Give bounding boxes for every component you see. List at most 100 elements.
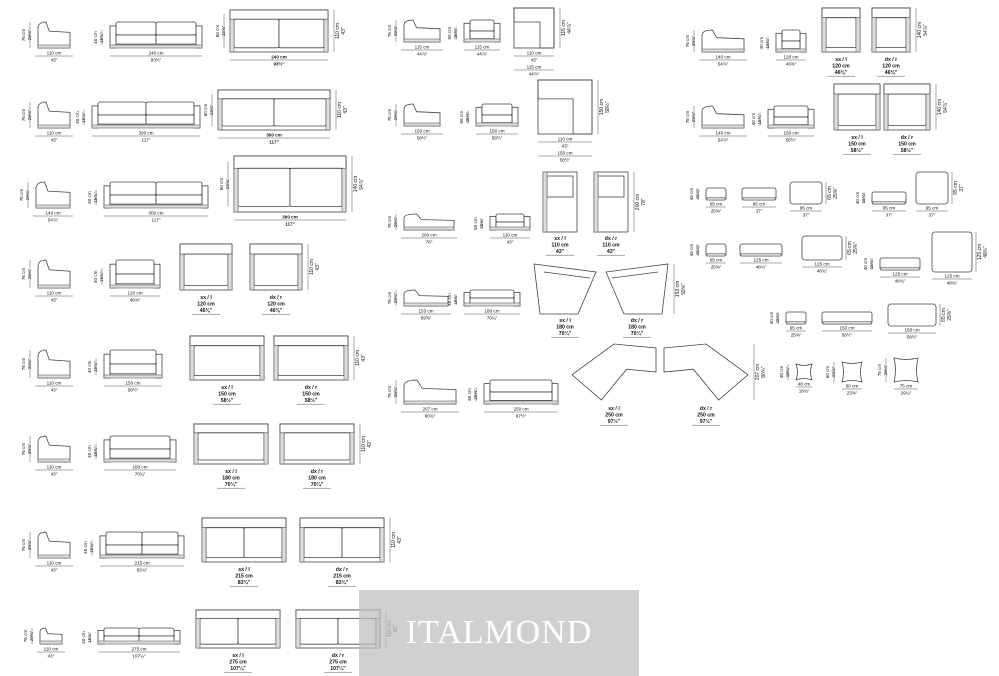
dimension-label: 40 cm [93, 270, 98, 283]
dimension-label: 250 cm [513, 407, 528, 412]
back-cushion [469, 289, 515, 299]
dimension-label: 76 cm [387, 292, 392, 305]
dimension-label: 117" [142, 138, 151, 143]
dimension-label: 150 cm [848, 141, 866, 147]
dimension-label: 43" [51, 472, 58, 477]
seat-cushion [145, 114, 195, 125]
backrest-line [611, 271, 659, 279]
dimension-label: 117" [285, 222, 295, 227]
dimension-label: 107¼" [230, 665, 246, 672]
dimension-label: 43" [51, 58, 58, 63]
dimension-label: 70¼" [135, 472, 146, 477]
dimension-label: 115 cm [561, 20, 567, 36]
dimension-label: 58½" [305, 397, 318, 404]
dimension-label: 48¾" [817, 269, 828, 274]
dimension-label: 117" [152, 218, 161, 223]
dimension-label: 29¼" [901, 391, 912, 396]
dimension-label: dx / r [336, 567, 348, 573]
sofa-base [463, 302, 521, 307]
backrest [201, 517, 287, 529]
sofa-base [109, 44, 203, 49]
armrest-left [273, 345, 279, 381]
armrest-right [169, 439, 177, 463]
backrest [193, 423, 269, 434]
dimension-label: 110 cm [47, 561, 62, 566]
dimension-label: 180 cm [556, 324, 574, 330]
corner-sofa-outline [571, 343, 657, 401]
dimension-label: dx / r [605, 236, 617, 242]
dimension-label: 43" [343, 106, 349, 114]
dimension-label: 207 cm [755, 364, 761, 380]
dimension-label: 44⅞" [567, 22, 573, 34]
armrest-right [343, 345, 349, 381]
back-cushion [155, 181, 203, 196]
dimension-label: 29¾" [393, 386, 398, 397]
armrest-right [855, 17, 861, 53]
pouf-base [740, 253, 782, 257]
armrest-right [193, 105, 201, 129]
sofa-base [37, 44, 71, 49]
dimension-label: 25⅜" [473, 389, 478, 400]
dimension-label: 110 cm [558, 137, 573, 142]
pouf-base [706, 253, 726, 257]
sofa-base [775, 48, 807, 53]
dimension-label: 140 cm [353, 176, 359, 192]
dimension-label: 83¾" [336, 579, 349, 586]
dimension-label: 29¾" [691, 35, 696, 46]
sofa-base [37, 554, 71, 559]
seat-cushion [193, 345, 261, 376]
sofa-side-outline [35, 181, 71, 209]
dimension-label: 180 cm [132, 465, 147, 470]
dimension-label: 76 cm [387, 386, 392, 399]
back-cushion [109, 349, 157, 365]
dimension-label: sx / l [835, 57, 847, 63]
dimension-label: dx / r [332, 653, 344, 659]
dimension-label: 95 cm [953, 181, 959, 195]
dimension-label: 107¼" [330, 665, 346, 672]
seat-cushion [273, 98, 327, 127]
armrest-right [281, 527, 287, 563]
sofa-base [403, 38, 441, 43]
dimension-label: dx / r [270, 295, 282, 301]
dimension-label: 250 cm [605, 412, 623, 418]
sofa-base [39, 640, 63, 645]
dimension-label: 76 cm [387, 109, 392, 122]
seat-cushion [875, 17, 907, 49]
dimension-label: 43" [51, 568, 58, 573]
dimension-label: 180 cm [308, 475, 326, 481]
dimension-label: 110 cm [551, 242, 569, 248]
dimension-label: 40 cm [855, 192, 860, 205]
seat-cushion [278, 18, 325, 49]
dimension-label: 58½" [901, 147, 914, 154]
dimension-label: 29¼" [883, 364, 888, 375]
armrest-left [217, 98, 223, 131]
dimension-label: 117" [269, 140, 279, 145]
armrest-left [195, 618, 201, 649]
dimension-label: 43" [531, 58, 538, 63]
dimension-label: 240 cm [271, 55, 287, 60]
dimension-label: 110 cm [47, 381, 62, 386]
sofa-side-outline [37, 349, 71, 379]
dimension-label: 180 cm [222, 475, 240, 481]
dimension-label: 40 cm [87, 445, 92, 458]
dimension-label: 76 cm [21, 443, 26, 456]
sofa-base [403, 400, 457, 405]
dimension-label: 76 cm [21, 539, 26, 552]
dimension-label: 150 cm [904, 328, 919, 333]
dimension-label: 300 cm [282, 215, 298, 220]
